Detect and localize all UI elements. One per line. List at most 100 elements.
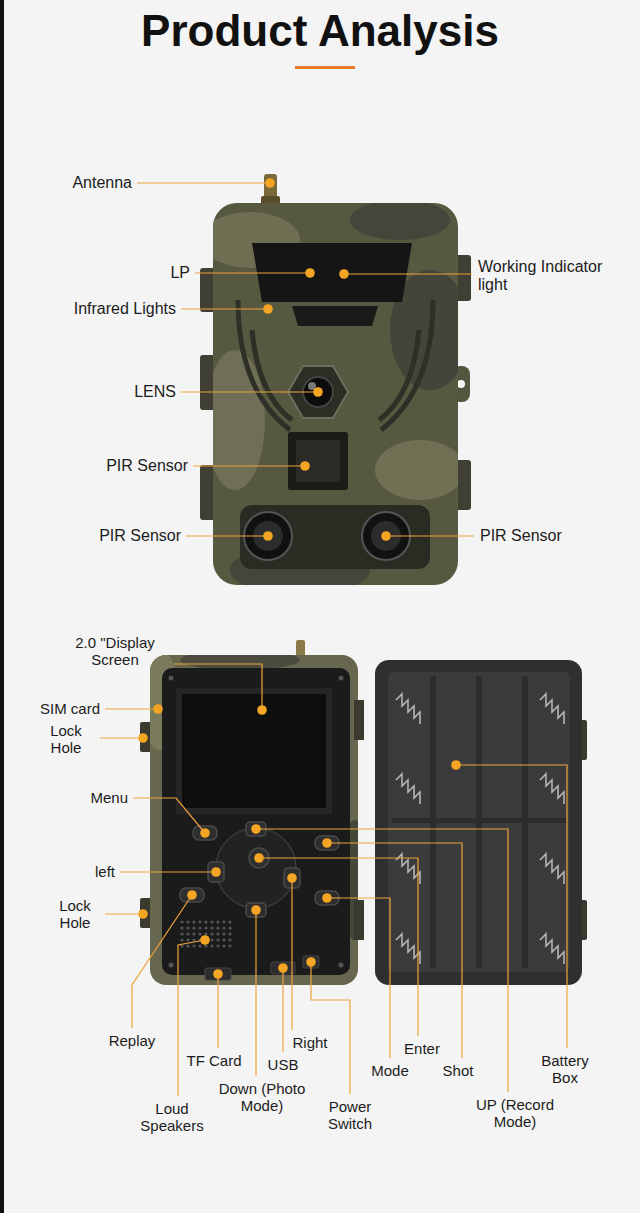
pir-band — [240, 505, 430, 569]
callout-dot — [251, 905, 261, 915]
speaker-hole — [204, 920, 207, 923]
leader-line — [259, 858, 418, 1036]
speaker-hole — [198, 932, 201, 935]
callout-dot — [257, 705, 267, 715]
leader-line — [193, 465, 305, 466]
speaker-hole — [204, 944, 207, 947]
part-label: Loud Speakers — [130, 1100, 215, 1135]
leader-line — [133, 798, 205, 833]
speaker-hole — [192, 920, 195, 923]
speaker-hole — [216, 926, 219, 929]
part-label: Down (Photo Mode) — [202, 1080, 322, 1115]
part-label: Infrared Lights — [74, 300, 176, 318]
part-label: Lock Hole — [36, 722, 96, 757]
callout-dot — [211, 867, 221, 877]
speaker-hole — [228, 932, 231, 935]
speaker-hole — [180, 920, 183, 923]
edge-strip — [0, 0, 4, 1213]
door — [375, 660, 582, 985]
leader-line — [255, 910, 256, 1076]
callout-dot — [254, 853, 264, 863]
speaker-hole — [198, 920, 201, 923]
speaker-hole — [216, 944, 219, 947]
speaker-hole — [180, 932, 183, 935]
callout-dot — [265, 178, 275, 188]
leader-line — [105, 913, 143, 914]
part-label: 2.0 "Display Screen — [60, 634, 170, 669]
leader-line — [344, 273, 472, 274]
callout-dot — [138, 733, 148, 743]
callout-dot — [200, 828, 210, 838]
part-label: UP (Record Mode) — [460, 1096, 570, 1131]
leader-line — [327, 843, 462, 1058]
screw — [169, 963, 174, 968]
part-label: PIR Sensor — [480, 527, 562, 545]
callout-dot — [251, 824, 261, 834]
leader-line — [386, 535, 474, 536]
part-label: Battery Box — [530, 1052, 600, 1087]
back-body — [150, 655, 358, 985]
battery-tray — [388, 672, 570, 972]
ridge — [252, 330, 292, 420]
camo-blob — [375, 440, 458, 500]
button — [193, 826, 217, 840]
callout-dot — [339, 269, 349, 279]
speaker-hole — [186, 944, 189, 947]
port-cover — [205, 968, 231, 980]
callout-dot — [200, 935, 210, 945]
hinge — [354, 900, 364, 940]
part-label: Enter — [404, 1040, 440, 1057]
ir-slot — [292, 306, 378, 326]
callout-dot — [187, 890, 197, 900]
leader-line — [181, 391, 318, 392]
speaker-hole — [228, 944, 231, 947]
pir-window-inner — [296, 440, 340, 482]
part-label: left — [95, 863, 115, 880]
speaker-hole — [216, 938, 219, 941]
leader-line — [174, 664, 262, 710]
leader-line — [327, 898, 390, 1058]
leader-line — [105, 708, 158, 709]
speaker-hole — [186, 926, 189, 929]
speaker-hole — [228, 920, 231, 923]
speaker-hole — [222, 920, 225, 923]
leader-line — [256, 829, 508, 1092]
leader-line — [186, 535, 268, 536]
speaker-hole — [198, 926, 201, 929]
part-label: Replay — [109, 1032, 156, 1049]
leader-line — [217, 974, 218, 1048]
leader-line — [291, 878, 292, 1030]
screen-bezel — [176, 688, 332, 814]
speaker-hole — [216, 920, 219, 923]
speaker-hole — [192, 938, 195, 941]
spring — [540, 854, 564, 884]
speaker-hole — [228, 938, 231, 941]
speaker-hole — [204, 926, 207, 929]
part-label: Shot — [443, 1062, 474, 1079]
part-label: SIM card — [40, 700, 100, 717]
callout-dot — [287, 873, 297, 883]
callout-dot — [263, 531, 273, 541]
screw — [339, 676, 344, 681]
leader-line — [132, 895, 192, 1028]
speaker-hole — [186, 932, 189, 935]
speaker-hole — [210, 944, 213, 947]
button — [180, 888, 204, 902]
buttons — [180, 822, 339, 917]
d-pad — [216, 828, 296, 908]
speaker-hole — [186, 938, 189, 941]
screw — [339, 963, 344, 968]
screw — [169, 676, 174, 681]
title-underline — [295, 66, 355, 69]
callout-dot — [306, 957, 316, 967]
part-label: Menu — [90, 789, 128, 806]
page-title: Product Analysis — [0, 6, 640, 56]
front-camera — [200, 174, 471, 595]
leader-line — [195, 272, 310, 273]
callout-dot — [305, 268, 315, 278]
part-label: PIR Sensor — [99, 527, 181, 545]
spring — [396, 774, 420, 804]
part-label: PIR Sensor — [106, 457, 188, 475]
callout-dot — [138, 909, 148, 919]
